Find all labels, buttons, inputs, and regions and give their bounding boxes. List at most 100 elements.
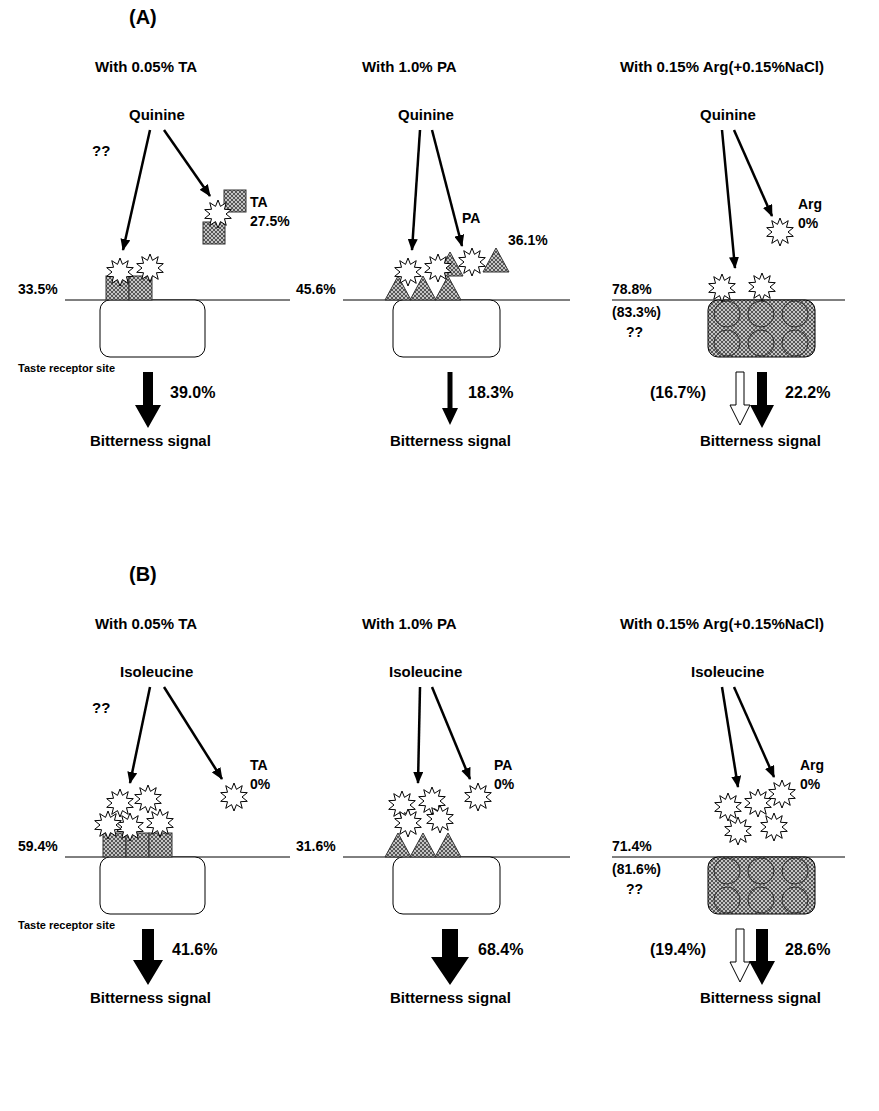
percent-value: 33.5%	[18, 281, 58, 297]
arginine-column	[612, 130, 845, 428]
drawing-part	[164, 687, 222, 779]
drawing-part	[745, 789, 772, 817]
drawing-part	[117, 813, 144, 841]
drawing-part	[224, 190, 246, 212]
percent-value: 59.4%	[18, 838, 58, 854]
condition-heading: With 0.05% TA	[95, 58, 197, 75]
percent-value: 36.1%	[508, 232, 548, 248]
drawing-part	[782, 301, 808, 327]
drawing-part	[95, 811, 122, 839]
drawing-part	[435, 833, 461, 857]
drawing-part	[722, 130, 735, 268]
drawing-part	[442, 372, 458, 425]
arginine-column	[612, 687, 845, 985]
additive-name: TA	[250, 757, 268, 773]
drawing-part	[714, 858, 740, 884]
drawing-part	[431, 929, 469, 985]
drawing-part	[137, 254, 164, 282]
unknown-mark: ??	[626, 881, 643, 897]
percent-value: (81.6%)	[612, 861, 661, 877]
percent-value: 18.3%	[468, 384, 513, 402]
percent-value: 0%	[800, 776, 820, 792]
drawing-part	[100, 300, 205, 357]
drawing-part	[123, 130, 150, 250]
drawing-part	[748, 301, 774, 327]
drawing-part	[708, 857, 815, 914]
drawing-part	[734, 687, 774, 777]
drawing-part	[748, 330, 774, 356]
drawing-part	[164, 130, 210, 196]
percent-value: 68.4%	[478, 941, 523, 959]
percent-value: 45.6%	[296, 281, 336, 297]
drawing-part	[395, 809, 422, 837]
drawing-part	[107, 789, 134, 817]
compound-name: Quinine	[129, 106, 185, 123]
percent-value: 71.4%	[612, 838, 652, 854]
drawing-part	[748, 858, 774, 884]
signal-label: Bitterness signal	[390, 432, 511, 449]
drawing-part	[782, 858, 808, 884]
percent-value: 31.6%	[296, 838, 336, 854]
unknown-mark: ??	[92, 142, 110, 159]
drawing-part	[418, 687, 420, 783]
drawing-part	[395, 258, 422, 286]
condition-heading: With 0.15% Arg(+0.15%NaCl)	[620, 58, 824, 75]
drawing-part	[393, 857, 500, 914]
percent-value: (19.4%)	[650, 941, 706, 959]
signal-label: Bitterness signal	[700, 989, 821, 1006]
signal-label: Bitterness signal	[90, 989, 211, 1006]
drawing-part	[750, 372, 774, 428]
additive-name: PA	[462, 210, 480, 226]
percent-value: 78.8%	[612, 281, 652, 297]
percent-value: 27.5%	[250, 213, 290, 229]
tannic-acid-column	[65, 130, 290, 428]
panel-a	[65, 130, 845, 428]
compound-name: Isoleucine	[691, 663, 764, 680]
drawing-part	[410, 833, 436, 857]
drawing-part	[782, 887, 808, 913]
drawing-part	[714, 887, 740, 913]
percent-value: 0%	[494, 776, 514, 792]
drawing-part	[734, 130, 772, 216]
tannic-acid-column	[65, 687, 290, 985]
drawing-part	[465, 783, 492, 811]
drawing-part	[135, 785, 162, 813]
drawing-part	[730, 929, 750, 982]
additive-name: PA	[494, 757, 512, 773]
drawing-part	[714, 301, 740, 327]
pa-column	[343, 130, 570, 425]
compound-name: Quinine	[700, 106, 756, 123]
drawing-part	[749, 929, 775, 985]
drawing-part	[459, 248, 486, 276]
drawing-part	[714, 330, 740, 356]
drawing-part	[749, 273, 776, 301]
condition-heading: With 0.05% TA	[95, 615, 197, 632]
drawing-part	[147, 809, 174, 837]
site-label: Taste receptor site	[18, 362, 115, 375]
drawing-part	[133, 929, 163, 985]
percent-value: 22.2%	[785, 384, 830, 402]
drawing-part	[769, 780, 796, 808]
percent-value: 0%	[250, 776, 270, 792]
drawing-part	[385, 833, 411, 857]
drawing-part	[722, 687, 738, 787]
condition-heading: With 0.15% Arg(+0.15%NaCl)	[620, 615, 824, 632]
drawing-part	[425, 254, 452, 282]
compound-name: Quinine	[398, 106, 454, 123]
drawing-part	[130, 687, 150, 783]
additive-name: Arg	[798, 196, 822, 212]
drawing-part	[708, 300, 815, 357]
drawing-part	[715, 793, 742, 821]
drawing-part	[100, 857, 205, 914]
signal-label: Bitterness signal	[700, 432, 821, 449]
compound-name: Isoleucine	[120, 663, 193, 680]
drawing-part	[730, 372, 750, 425]
additive-name: Arg	[800, 757, 824, 773]
drawing-part	[761, 813, 788, 841]
signal-label: Bitterness signal	[390, 989, 511, 1006]
drawing-part	[782, 330, 808, 356]
percent-value: 28.6%	[785, 941, 830, 959]
